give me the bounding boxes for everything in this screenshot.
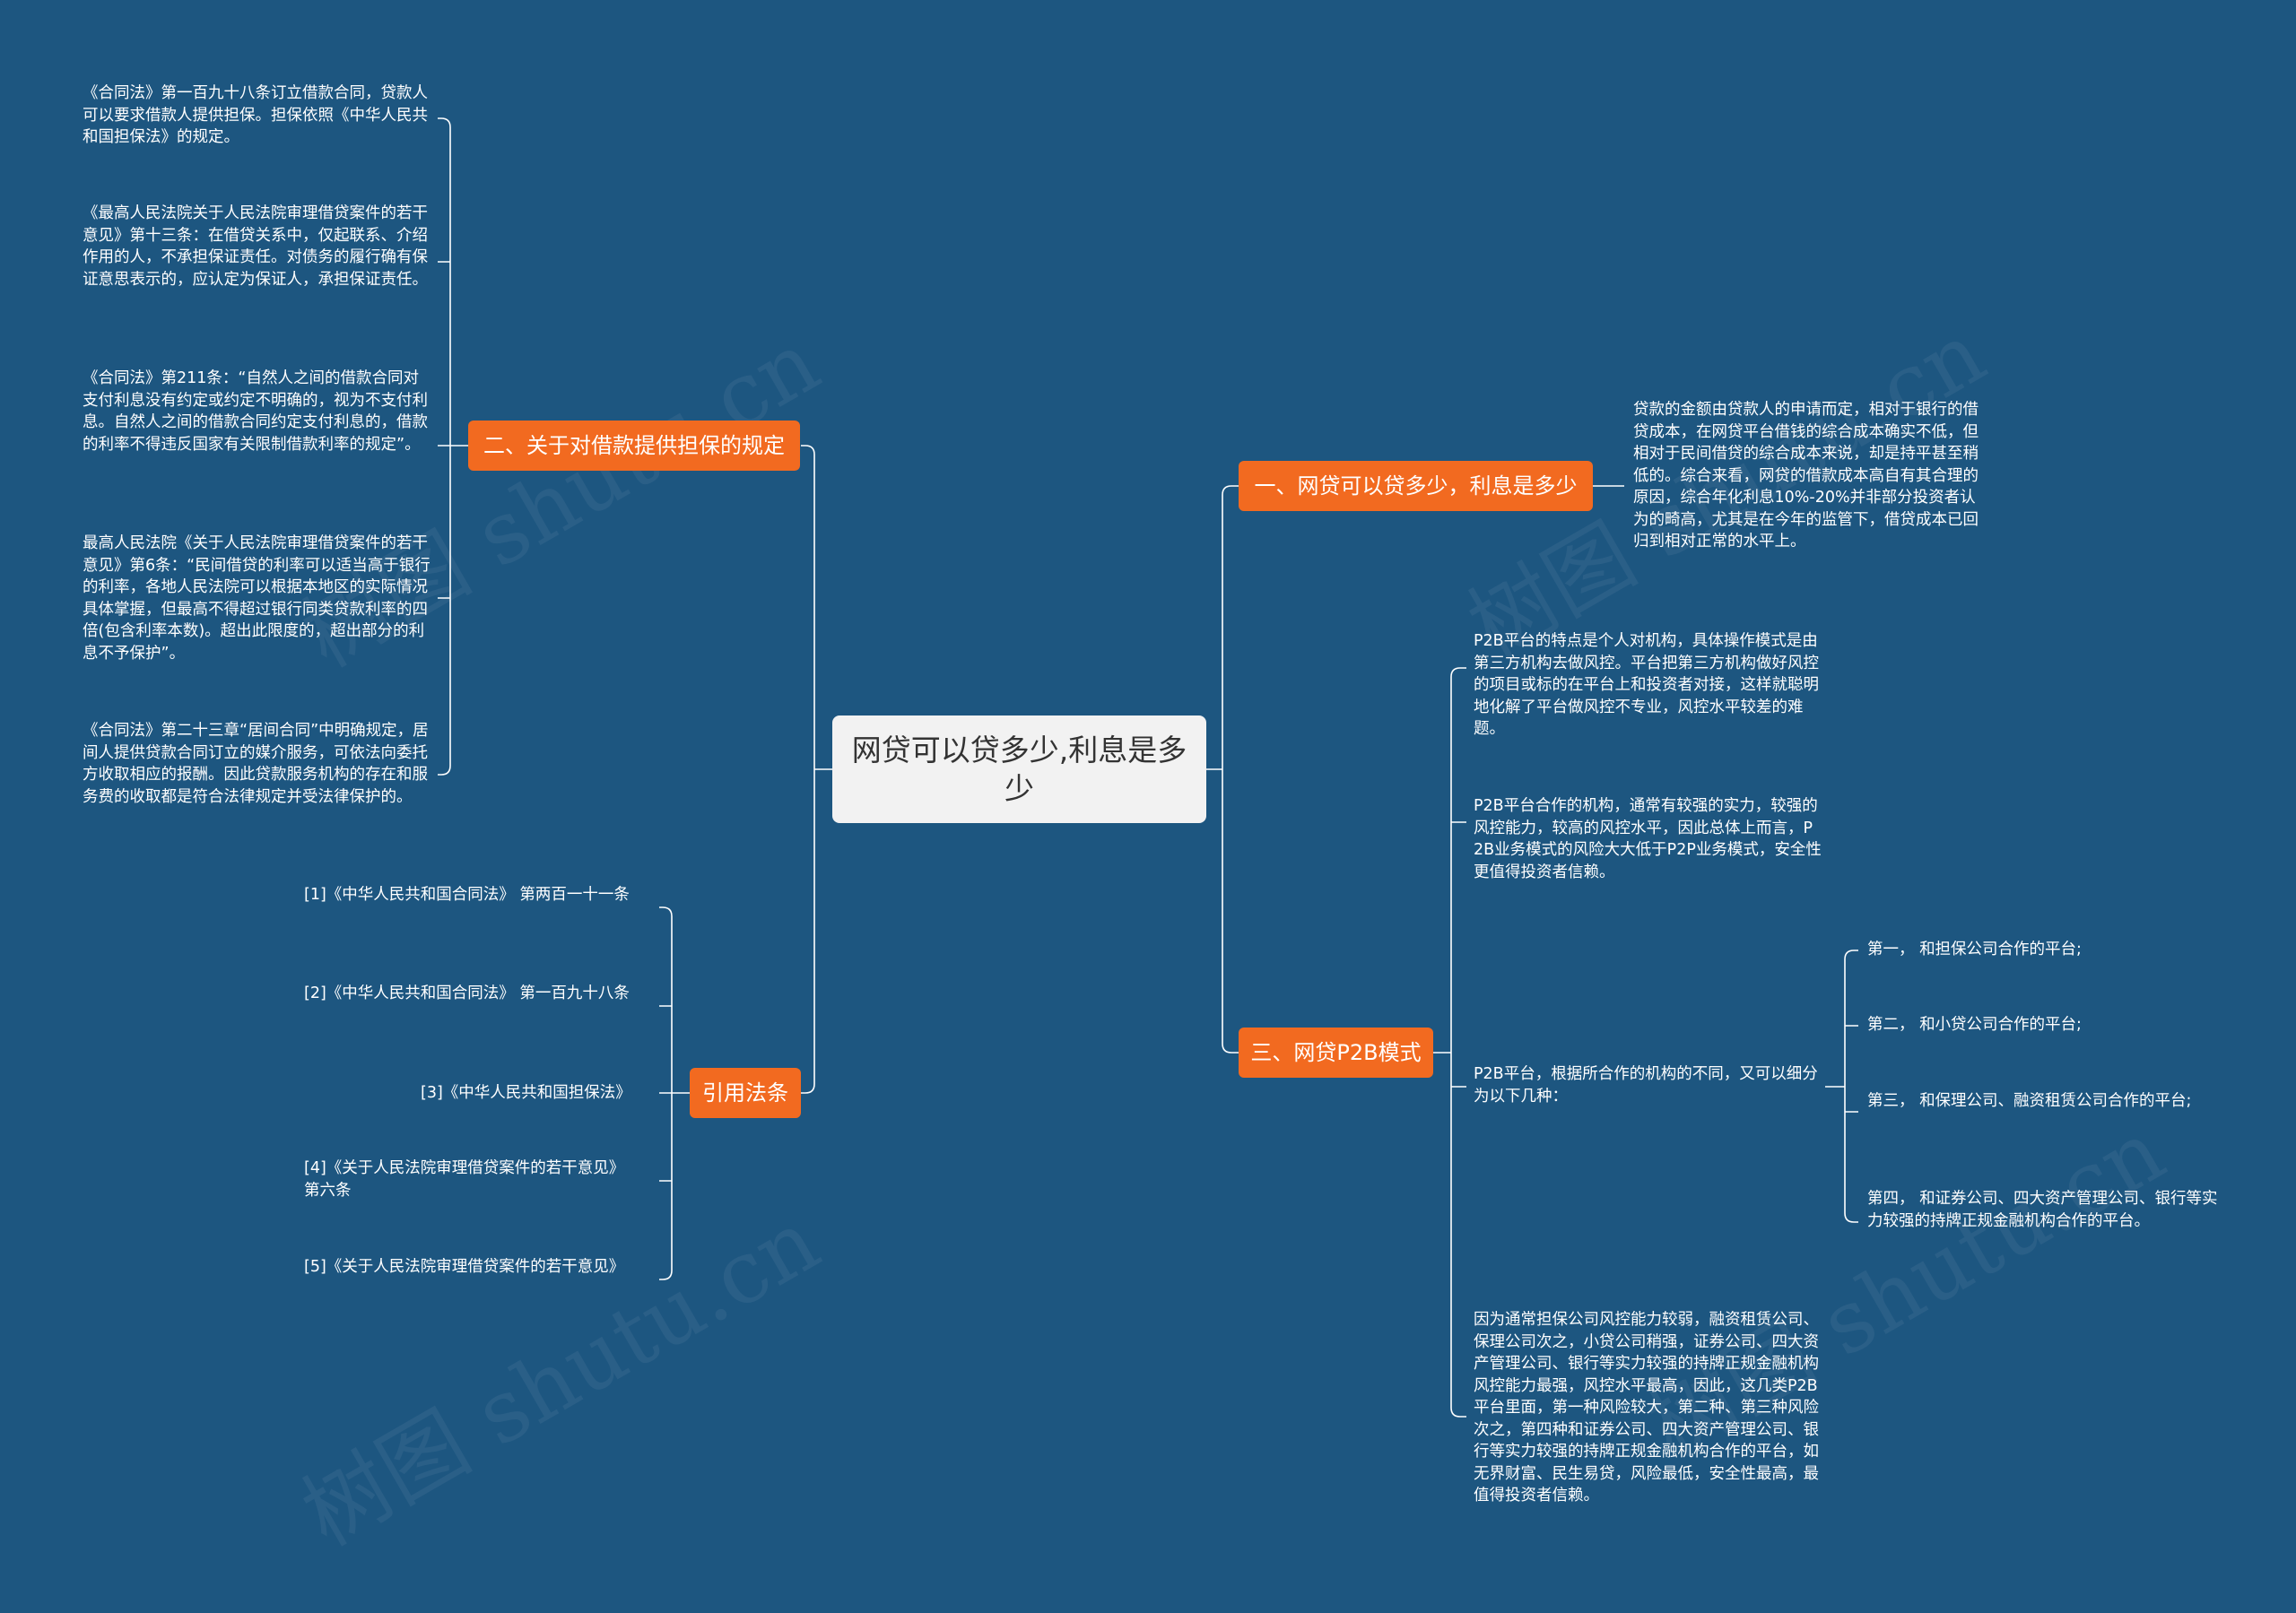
p2b-leaf-4[interactable]: 因为通常担保公司风控能力较弱，融资租赁公司、保理公司次之，小贷公司稍强，证券公司…	[1474, 1311, 1819, 1505]
branch-guarantee[interactable]: 二、关于对借款提供担保的规定	[468, 421, 800, 471]
ref-leaf-4[interactable]: [4]《关于人民法院审理借贷案件的若干意见》 第六条	[304, 1159, 625, 1200]
branch-p2b[interactable]: 三、网贷P2B模式	[1239, 1028, 1433, 1078]
p2b-leaf-1[interactable]: P2B平台的特点是个人对机构，具体操作模式是由第三方机构去做风控。平台把第三方机…	[1474, 632, 1819, 738]
guarantee-leaf-1[interactable]: 《合同法》第一百九十八条订立借款合同，贷款人可以要求借款人提供担保。担保依照《中…	[83, 84, 428, 146]
connector-p2b-types	[1825, 950, 1858, 1223]
branch-amount[interactable]: 一、网贷可以贷多少，利息是多少	[1239, 461, 1593, 511]
guarantee-leaf-4[interactable]: 最高人民法院《关于人民法院审理借贷案件的若干意见》第6条：“民间借贷的利率可以适…	[83, 534, 430, 663]
root-topic[interactable]: 网贷可以贷多少,利息是多少	[832, 715, 1206, 823]
connector-guarantee	[438, 117, 468, 776]
ref-leaf-3[interactable]: [3]《中华人民共和国担保法》	[421, 1084, 631, 1102]
guarantee-leaf-2[interactable]: 《最高人民法院关于人民法院审理借贷案件的若干意见》第十三条：在借贷关系中，仅起联…	[83, 204, 428, 289]
connector-p2b	[1433, 667, 1466, 1418]
connector-root-left	[801, 445, 832, 1094]
p2b-type-1[interactable]: 第一， 和担保公司合作的平台;	[1867, 941, 2082, 958]
p2b-leaf-2[interactable]: P2B平台合作的机构，通常有较强的实力，较强的风控能力，较高的风控水平，因此总体…	[1474, 797, 1822, 881]
branch-refs[interactable]: 引用法条	[690, 1068, 801, 1118]
guarantee-leaf-5[interactable]: 《合同法》第二十三章“居间合同”中明确规定，居间人提供贷款合同订立的媒介服务，可…	[83, 722, 429, 806]
guarantee-leaf-3[interactable]: 《合同法》第211条：“自然人之间的借款合同对支付利息没有约定或约定不明确的，视…	[83, 369, 428, 454]
p2b-type-2[interactable]: 第二， 和小贷公司合作的平台;	[1867, 1016, 2082, 1034]
ref-leaf-2[interactable]: [2]《中华人民共和国合同法》 第一百九十八条	[304, 984, 630, 1002]
connector-root-right	[1206, 485, 1239, 1054]
p2b-type-4[interactable]: 第四， 和证券公司、四大资产管理公司、银行等实力较强的持牌正规金融机构合作的平台…	[1867, 1190, 2218, 1230]
connector-refs	[659, 906, 690, 1280]
p2b-leaf-3[interactable]: P2B平台，根据所合作的机构的不同，又可以细分为以下几种：	[1474, 1065, 1818, 1106]
amount-leaf-1[interactable]: 贷款的金额由贷款人的申请而定，相对于银行的借贷成本，在网贷平台借钱的综合成本确实…	[1633, 401, 1979, 551]
ref-leaf-5[interactable]: [5]《关于人民法院审理借贷案件的若干意见》	[304, 1258, 625, 1276]
ref-leaf-1[interactable]: [1]《中华人民共和国合同法》 第两百一十一条	[304, 886, 630, 904]
p2b-type-3[interactable]: 第三， 和保理公司、融资租赁公司合作的平台;	[1867, 1092, 2192, 1110]
